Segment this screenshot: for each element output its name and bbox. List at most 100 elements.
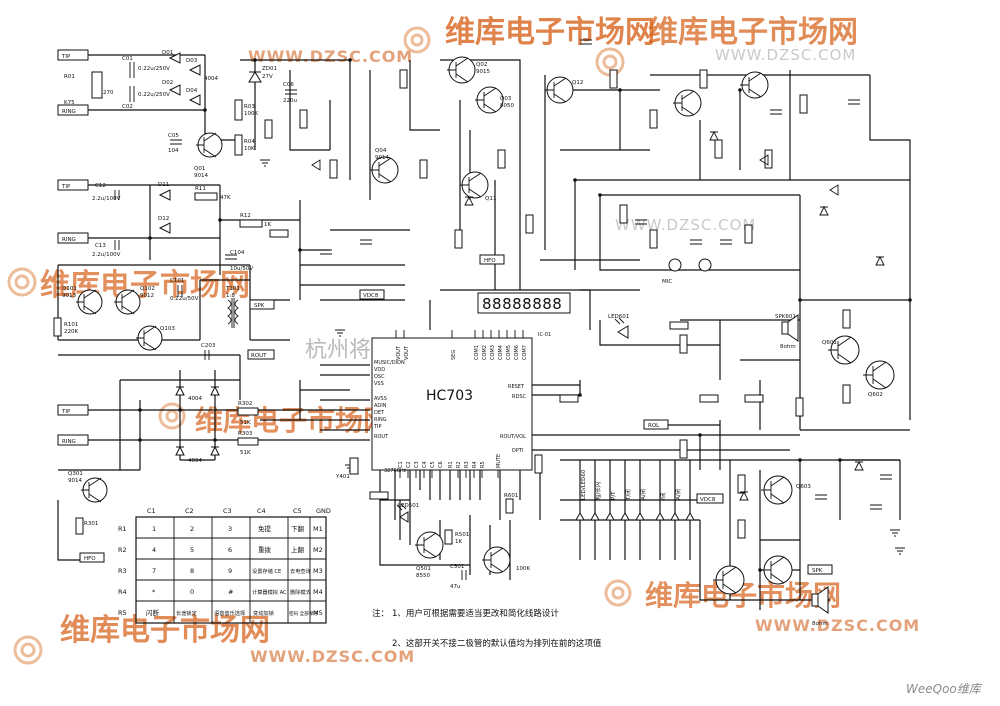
switch-label: LED/LED60 — [581, 469, 587, 500]
diode-d12 — [158, 222, 171, 234]
keypad-key: 删除模式 — [290, 588, 312, 596]
port-labels: TIP RING TIP RING TIP RING HFO HFO — [57, 49, 833, 575]
ic-pin: AVSS — [374, 396, 387, 402]
component-label: Q102 — [140, 286, 155, 292]
resistor-r12 — [239, 219, 263, 228]
port-ring-3: RING — [57, 434, 89, 446]
transistor-q101: Q101 9013 — [62, 286, 103, 315]
ic-pin: COM1 — [474, 345, 480, 360]
ic-left-pins: MUSIC/DIDN VDD OSC VSS AVSS ADIN DET RIN… — [373, 360, 405, 440]
ic-pin: RESET — [508, 384, 525, 390]
resistor-r303 — [237, 437, 259, 446]
transistor-q103: Q103 — [136, 325, 175, 351]
component-label: C203 — [201, 343, 216, 349]
component-value: 2.2u/100V — [92, 196, 121, 202]
ic-pin: R1 — [448, 461, 454, 468]
component-value: 8550 — [416, 573, 430, 579]
component-value: 9012 — [140, 293, 154, 299]
ic-hc703: HC703 32768Hz MUSIC/DIDN VDD OSC VSS AVS… — [371, 330, 551, 478]
transistor-q12: Q12 — [545, 76, 583, 104]
keypad-matrix: C1 C2 C3 C4 C5 GND R1 R2 R3 R4 R5 1 2 3 … — [118, 507, 331, 624]
ic-pin: C4 — [422, 461, 428, 468]
port-rol: ROL — [643, 419, 669, 430]
ic-pin: COM7 — [522, 345, 528, 360]
component-label: R501 — [455, 532, 469, 538]
component-value: 4004 — [188, 396, 202, 402]
diode — [175, 385, 185, 396]
transistor-q602: Q602 — [863, 360, 895, 398]
keypad-key: M1 — [313, 525, 323, 533]
ic-name: HC703 — [426, 388, 473, 404]
led-led501: LED501 — [396, 503, 419, 523]
misc-passives — [264, 39, 892, 539]
ic-pin: C5 — [430, 461, 436, 468]
transistor-q501: Q501 8550 — [415, 531, 444, 579]
component-value: 270 — [103, 90, 114, 96]
capacitor-c501: C501 47u — [450, 564, 467, 590]
ic-pin: C2 — [406, 461, 412, 468]
keypad-col-header: GND — [316, 507, 331, 515]
ic-pin: RDSC — [512, 394, 526, 400]
keypad-col-header: C4 — [257, 507, 266, 515]
component-label: D04 — [186, 88, 198, 94]
component-label: D03 — [186, 58, 198, 64]
capacitor-c203: C203 — [201, 343, 216, 360]
component-label: Q601 — [822, 340, 837, 346]
component-label: LED501 — [398, 503, 419, 509]
keypad-row-label: R1 — [118, 525, 127, 533]
keypad-col-header: C1 — [147, 507, 156, 515]
keypad-col-header: C3 — [223, 507, 232, 515]
mic-label: MIC — [662, 279, 672, 285]
component-label: T101 — [225, 286, 240, 292]
wiring — [57, 54, 911, 610]
ic-pin: MUTE — [496, 454, 502, 468]
ic-pin: C6 — [438, 461, 444, 468]
watermark-top-right: 维库电子市场网 — [648, 15, 858, 50]
port-spk-right: SPK — [807, 564, 833, 575]
ic-bottom-pins: C1 C2 C3 C4 C5 C6 R1 R2 R3 R4 R5 MUTE — [398, 454, 502, 468]
keypad-col-header: C5 — [293, 507, 302, 515]
ic-pin: TIP — [373, 424, 382, 430]
component-value: 9015 — [476, 69, 490, 75]
component-label: D12 — [158, 216, 169, 222]
component-label: ZD01 — [262, 66, 277, 72]
transistor-amp-3 — [713, 565, 745, 595]
capacitor-c13: C13 2.2u/100V — [92, 240, 121, 258]
component-label: C501 — [450, 564, 464, 570]
ic-pin: COM4 — [498, 345, 504, 360]
component-label: R301 — [84, 521, 98, 527]
port-ring-2: RING — [57, 232, 89, 244]
ic-right-pins: RESET RDSC ROUT/VOL DPTI — [500, 384, 526, 454]
component-label: D01 — [162, 50, 173, 56]
diode — [175, 445, 185, 456]
ic-pin: SEG — [451, 350, 457, 360]
component-label: LED601 — [608, 314, 629, 320]
lcd-display: 88888888 — [477, 292, 571, 314]
lcd-digits: 88888888 — [482, 295, 562, 313]
watermark-url: WWW.DZSC.COM — [248, 47, 413, 66]
component-label: Q301 — [68, 471, 83, 477]
ic-pin: ADIN — [374, 403, 387, 409]
component-value: 47K — [220, 195, 231, 201]
watermark-brand-text: 维库电子市场网 — [60, 613, 270, 648]
keypad-key: 上翻 — [291, 545, 305, 554]
port-rout: ROUT — [247, 349, 275, 360]
component-label: Q501 — [416, 566, 431, 572]
keypad-key: 3 — [228, 525, 232, 533]
speaker-bottom: 8ohm — [811, 586, 829, 627]
component-value: 9014 — [194, 173, 208, 179]
component-label: Q12 — [572, 80, 583, 86]
keypad-key: 9 — [228, 567, 232, 575]
diode — [210, 445, 220, 456]
component-value: 1K — [455, 539, 462, 545]
option-switches: LED/LED60 短/长闪 P/T T/闭 A/闭 /闭 A/闭 — [575, 469, 695, 521]
watermark-url: WWW.DZSC.COM — [615, 216, 756, 234]
keypad-key: 去电查询 — [290, 567, 311, 575]
keypad-key: 语音音乐选择 — [214, 609, 246, 617]
watermark-url: WWW.DZSC.COM — [250, 647, 415, 666]
component-value: 8ohm — [780, 344, 796, 350]
ic-pin: MUSIC/DIDN — [374, 360, 405, 366]
design-notes: 注： 1、用户可根据需要适当更改和简化线路设计 2、这部开关不接二极管的默认值均… — [372, 608, 602, 649]
component-value: 1:8 — [226, 293, 235, 299]
